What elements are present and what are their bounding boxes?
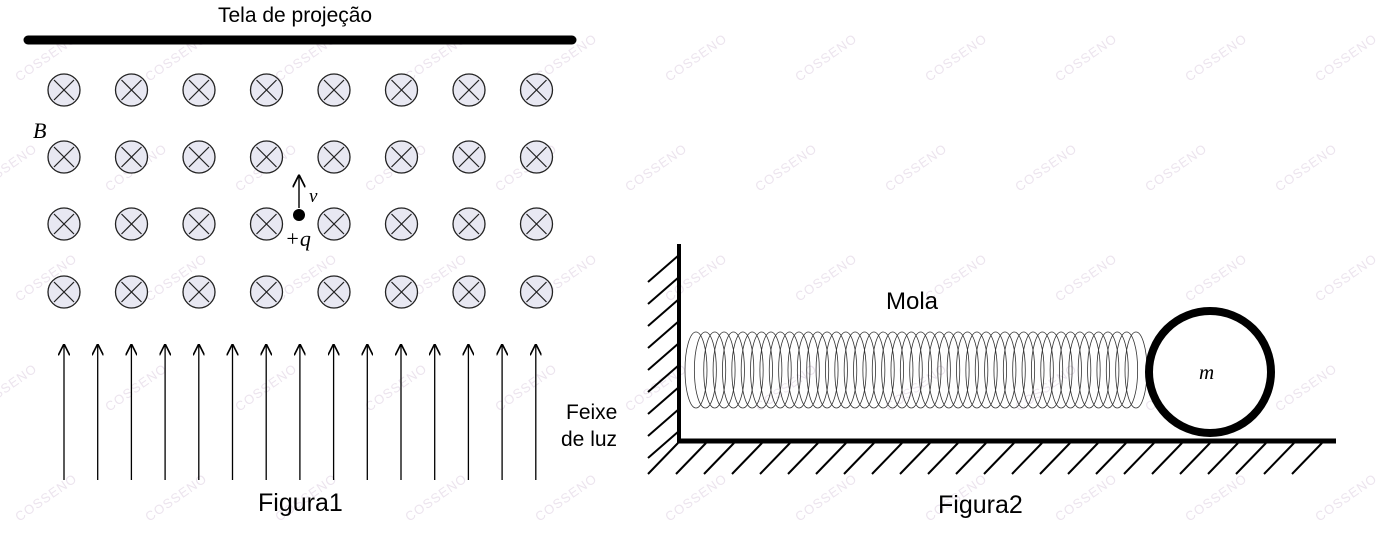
field-into-page-icon [452,207,486,241]
field-into-page-icon [182,140,216,174]
figure2 [647,244,1336,475]
field-into-page-icon [47,73,81,107]
spring-label: Mola [886,288,939,315]
field-into-page-icon [317,73,351,107]
field-into-page-icon [182,275,216,309]
charge-label: +q [285,226,311,251]
field-into-page-icon [47,275,81,309]
field-into-page-icon [317,140,351,174]
magnetic-field-grid [47,73,554,309]
light-beam-arrows [64,345,536,480]
spring [684,331,1148,409]
field-into-page-icon [249,73,284,107]
field-into-page-icon [519,140,554,174]
field-into-page-icon [384,275,419,309]
mass-ball [1145,307,1275,437]
field-into-page-icon [317,207,351,241]
screen-label: Tela de projeção [218,4,373,27]
mass-label: m [1199,360,1215,384]
field-into-page-icon [249,207,284,241]
field-into-page-icon [47,140,81,174]
floor-hatching [647,442,1323,475]
field-into-page-icon [384,73,419,107]
field-into-page-icon [249,140,284,174]
velocity-label: v [309,186,318,207]
field-into-page-icon [114,275,149,309]
field-into-page-icon [384,207,419,241]
field-into-page-icon [384,140,419,174]
field-into-page-icon [452,140,486,174]
field-label: B [33,118,47,143]
beam-label-line2: de luz [561,428,618,451]
field-into-page-icon [452,275,486,309]
beam-label-line1: Feixe [566,401,618,424]
field-into-page-icon [519,275,554,309]
field-into-page-icon [519,73,554,107]
field-into-page-icon [114,73,149,107]
field-into-page-icon [452,73,486,107]
figure1-caption: Figura1 [258,489,343,517]
field-into-page-icon [114,207,149,241]
field-into-page-icon [317,275,351,309]
field-into-page-icon [114,140,149,174]
field-into-page-icon [47,207,81,241]
field-into-page-icon [182,207,216,241]
figure1 [23,35,577,480]
field-into-page-icon [519,207,554,241]
figure2-caption: Figura2 [938,491,1023,519]
charge-particle [293,209,305,221]
field-into-page-icon [249,275,284,309]
field-into-page-icon [182,73,216,107]
wall-hatching [647,254,680,459]
